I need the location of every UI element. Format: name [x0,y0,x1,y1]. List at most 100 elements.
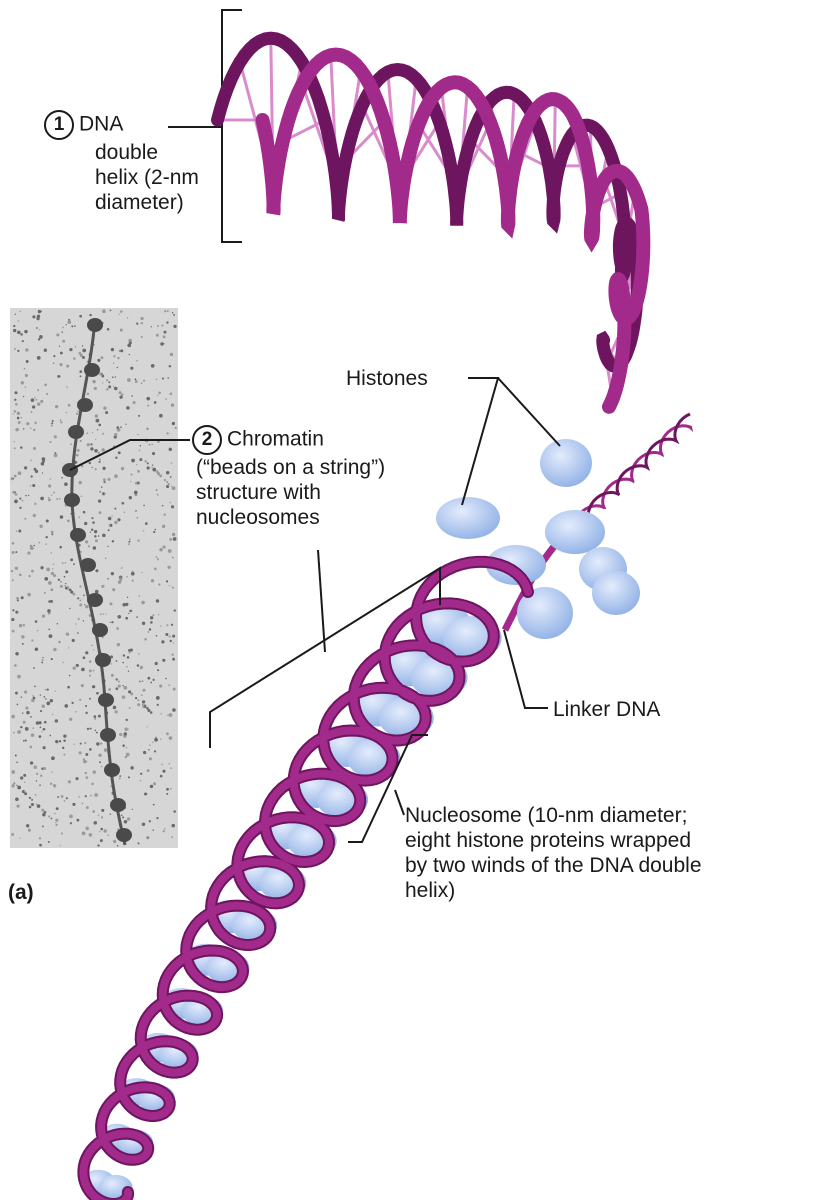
speckle-dot [162,769,166,773]
speckle-dot [101,373,103,375]
speckle-dot [56,623,59,625]
speckle-dot [21,642,24,645]
speckle-dot [22,739,25,742]
speckle-dot [14,313,16,315]
speckle-dot [24,466,28,470]
speckle-dot [36,355,41,360]
speckle-dot [167,565,171,569]
speckle-dot [26,422,30,426]
micrograph-bead [64,493,80,507]
speckle-dot [62,326,64,329]
speckle-dot [27,551,31,555]
speckle-dot [13,324,16,328]
speckle-dot [155,333,159,337]
speckle-dot [156,325,159,327]
speckle-dot [41,731,43,733]
speckle-dot [94,793,99,797]
speckle-dot [117,580,122,584]
speckle-dot [133,490,138,495]
speckle-dot [123,732,127,736]
speckle-dot [165,580,169,583]
speckle-dot [43,766,47,770]
micrograph-bead [84,363,100,377]
speckle-dot [167,549,172,553]
speckle-dot [36,629,39,632]
speckle-dot [94,414,99,418]
speckle-dot [162,545,166,549]
histone [592,571,640,615]
speckle-dot [161,324,164,327]
speckle-dot [125,423,127,426]
speckle-dot [137,539,140,542]
speckle-dot [120,426,122,428]
speckle-dot [126,378,131,382]
speckle-dot [19,497,22,500]
speckle-dot [112,705,117,710]
speckle-dot [141,703,144,705]
speckle-dot [15,691,18,695]
speckle-dot [17,674,21,679]
speckle-dot [47,496,50,499]
speckle-dot [136,359,138,362]
speckle-dot [100,486,103,488]
nucleosome-label-line: eight histone proteins wrapped [405,829,692,852]
speckle-dot [37,389,40,392]
speckle-dot [87,545,91,548]
speckle-dot [11,770,16,774]
speckle-dot [41,457,46,461]
speckle-dot [128,540,131,543]
speckle-dot [25,360,29,363]
speckle-dot [72,666,76,670]
speckle-dot [91,782,94,786]
speckle-dot [153,782,157,786]
speckle-dot [143,379,146,382]
speckle-dot [73,563,75,566]
speckle-dot [166,485,170,489]
speckle-dot [80,684,84,688]
speckle-dot [51,588,54,591]
speckle-dot [161,377,165,380]
speckle-dot [117,614,122,619]
speckle-dot [54,719,59,723]
speckle-dot [169,639,172,643]
speckle-dot [33,667,35,669]
speckle-dot [86,727,90,731]
speckle-dot [94,449,98,453]
speckle-dot [141,822,146,827]
speckle-dot [59,497,61,500]
speckle-dot [114,507,117,510]
speckle-dot [137,699,140,702]
speckle-dot [62,746,65,750]
speckle-dot [51,419,54,423]
speckle-dot [122,684,124,687]
speckle-dot [48,628,51,631]
speckle-dot [153,750,157,753]
speckle-dot [174,426,177,430]
speckle-dot [136,464,138,466]
speckle-dot [96,691,99,695]
speckle-dot [108,688,112,691]
speckle-dot [16,784,18,787]
speckle-dot [166,732,169,736]
speckle-dot [22,395,25,398]
speckle-dot [23,781,26,783]
speckle-dot [11,629,15,633]
speckle-dot [70,443,73,446]
speckle-dot [139,458,143,462]
dna-label-line: double [95,141,159,164]
speckle-dot [115,687,119,691]
speckle-dot [39,784,41,786]
speckle-dot [94,539,98,543]
speckle-dot [163,478,167,482]
speckle-dot [64,704,69,708]
dna-label-line: DNA [79,112,124,136]
speckle-dot [139,680,141,683]
speckle-dot [130,473,133,476]
speckle-dot [63,575,66,578]
speckle-dot [166,481,169,483]
speckle-dot [50,657,53,661]
nucleosome-leader-line [394,789,405,816]
speckle-dot [103,406,107,410]
speckle-dot [166,309,169,312]
speckle-dot [156,703,159,707]
